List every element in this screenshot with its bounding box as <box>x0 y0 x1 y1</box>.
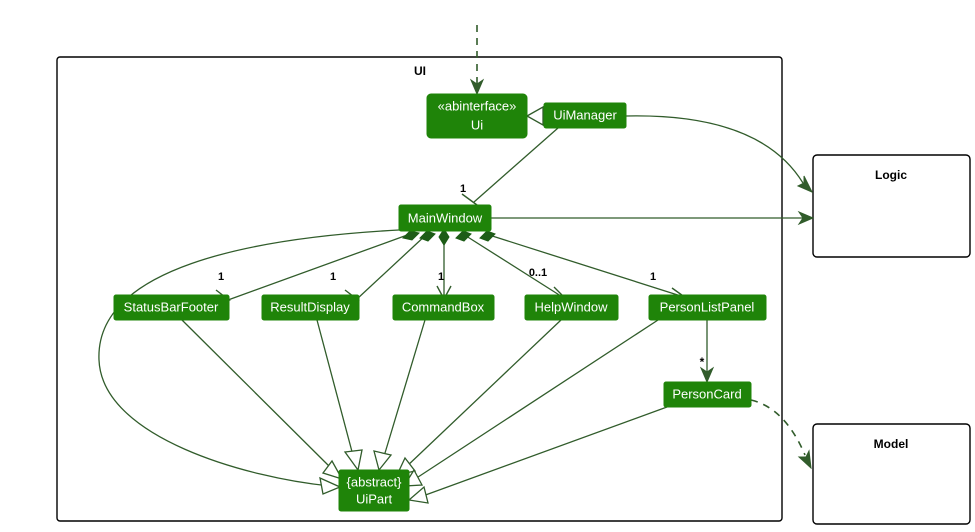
rel-main-window-to-command-box-diamond <box>438 228 450 246</box>
rel-main-window-inherits-ui-part-line <box>98 229 400 487</box>
class-ui-interface[interactable]: «abinterface» Ui <box>426 93 528 139</box>
rel-main-window-to-person-list-panel-line <box>485 233 685 298</box>
rel-result-display-inherits-ui-part-triangle <box>343 449 363 472</box>
class-command-box-rect[interactable] <box>392 294 495 321</box>
rel-person-card-inherits-ui-part-triangle <box>407 485 429 504</box>
rel-ui-manager-to-logic-arrowhead <box>796 175 814 193</box>
package-ui-rect <box>56 56 783 522</box>
rel-person-list-panel-inherits-ui-part-line <box>411 319 659 482</box>
rel-status-bar-footer-inherits-ui-part <box>181 319 344 481</box>
class-ui-part[interactable]: {abstract} UiPart <box>338 469 410 512</box>
class-command-box[interactable]: CommandBox <box>392 294 495 321</box>
rel-ui-manager-to-logic-line <box>625 115 804 184</box>
class-person-list-panel[interactable]: PersonListPanel <box>648 294 767 321</box>
rel-ui-manager-realizes-ui-triangle <box>525 105 544 127</box>
mult-main-window-result-display: 1 <box>330 271 336 283</box>
rel-main-window-to-logic <box>491 210 815 226</box>
package-logic: Logic <box>812 154 971 258</box>
class-main-window-name: MainWindow <box>408 210 483 225</box>
class-help-window-name: HelpWindow <box>535 299 609 314</box>
package-model: Model <box>812 423 971 525</box>
rel-main-window-to-result-display-diamond <box>419 230 436 242</box>
class-status-bar-footer-rect[interactable] <box>113 294 230 321</box>
rel-external-to-ui-arrowhead <box>469 78 485 96</box>
package-model-label: Model <box>874 437 909 451</box>
class-person-card-name: PersonCard <box>672 386 741 401</box>
mult-main-window-person-list-panel: 1 <box>650 271 656 283</box>
rel-person-card-to-model <box>750 399 812 470</box>
class-status-bar-footer[interactable]: StatusBarFooter <box>113 294 230 321</box>
class-result-display[interactable]: ResultDisplay <box>261 294 360 321</box>
class-status-bar-footer-name: StatusBarFooter <box>124 299 219 314</box>
mult-main-window-command-box: 1 <box>438 271 444 283</box>
rel-main-window-to-logic-arrowhead <box>797 210 815 226</box>
rel-main-window-to-status-bar-footer-diamond <box>402 230 420 241</box>
rel-result-display-inherits-ui-part <box>316 319 363 472</box>
class-result-display-name: ResultDisplay <box>270 299 350 314</box>
rel-person-card-to-model-arrowhead <box>797 449 812 470</box>
package-logic-rect <box>812 154 971 258</box>
package-ui-label: UI <box>414 64 426 78</box>
class-ui-interface-stereotype: «abinterface» <box>438 98 517 113</box>
class-help-window[interactable]: HelpWindow <box>524 294 619 321</box>
package-logic-label: Logic <box>875 168 907 182</box>
class-ui-manager-name: UiManager <box>553 107 617 122</box>
class-ui-part-rect[interactable] <box>338 469 410 512</box>
rel-main-window-inherits-ui-part <box>98 229 400 495</box>
rel-external-to-ui <box>469 25 485 96</box>
class-person-card-rect[interactable] <box>663 381 752 408</box>
class-command-box-name: CommandBox <box>402 299 485 314</box>
rel-help-window-inherits-ui-part-line <box>404 319 562 469</box>
rel-main-window-inherits-ui-part-triangle <box>319 476 342 495</box>
rel-person-list-panel-to-person-card-arrowhead <box>699 366 715 384</box>
class-main-window-rect[interactable] <box>398 204 492 232</box>
package-ui: UI <box>56 56 783 522</box>
class-person-card[interactable]: PersonCard <box>663 381 752 408</box>
class-ui-manager-rect[interactable] <box>543 102 627 129</box>
rel-main-window-to-help-window-diamond <box>455 230 472 242</box>
rel-command-box-inherits-ui-part-triangle <box>373 450 393 472</box>
class-ui-part-name: UiPart <box>356 491 393 506</box>
class-help-window-rect[interactable] <box>524 294 619 321</box>
rel-person-card-inherits-ui-part-line <box>419 406 668 498</box>
mult-main-window-status-bar-footer: 1 <box>218 271 224 283</box>
rel-person-card-inherits-ui-part <box>407 406 668 504</box>
class-ui-interface-rect[interactable] <box>426 93 528 139</box>
class-ui-manager[interactable]: UiManager <box>543 102 627 129</box>
rel-command-box-inherits-ui-part-line <box>381 319 426 464</box>
class-ui-interface-name: Ui <box>471 117 483 132</box>
mult-ui-manager-main-window: 1 <box>460 183 466 195</box>
rel-command-box-inherits-ui-part <box>373 319 426 472</box>
rel-main-window-to-help-window-line <box>462 233 565 299</box>
class-result-display-rect[interactable] <box>261 294 360 321</box>
rel-ui-manager-to-logic <box>625 115 814 193</box>
mult-main-window-help-window: 0..1 <box>529 267 547 279</box>
rel-main-window-to-result-display-line <box>356 233 428 300</box>
rel-status-bar-footer-inherits-ui-part-triangle <box>321 459 344 481</box>
package-model-rect <box>812 423 971 525</box>
rel-main-window-to-person-list-panel-diamond <box>479 230 496 242</box>
rel-ui-manager-to-main-window-line <box>473 127 559 203</box>
class-main-window[interactable]: MainWindow <box>398 204 492 232</box>
rel-result-display-inherits-ui-part-line <box>316 319 356 464</box>
rel-status-bar-footer-inherits-ui-part-line <box>181 319 334 471</box>
class-person-list-panel-name: PersonListPanel <box>660 299 755 314</box>
class-ui-part-stereotype: {abstract} <box>347 474 403 489</box>
class-person-list-panel-rect[interactable] <box>648 294 767 321</box>
mult-person-list-panel-person-card: * <box>700 355 705 369</box>
rel-person-list-panel-to-person-card <box>699 320 715 384</box>
rel-main-window-to-status-bar-footer-line <box>227 233 411 301</box>
rel-person-card-to-model-line <box>750 399 806 456</box>
